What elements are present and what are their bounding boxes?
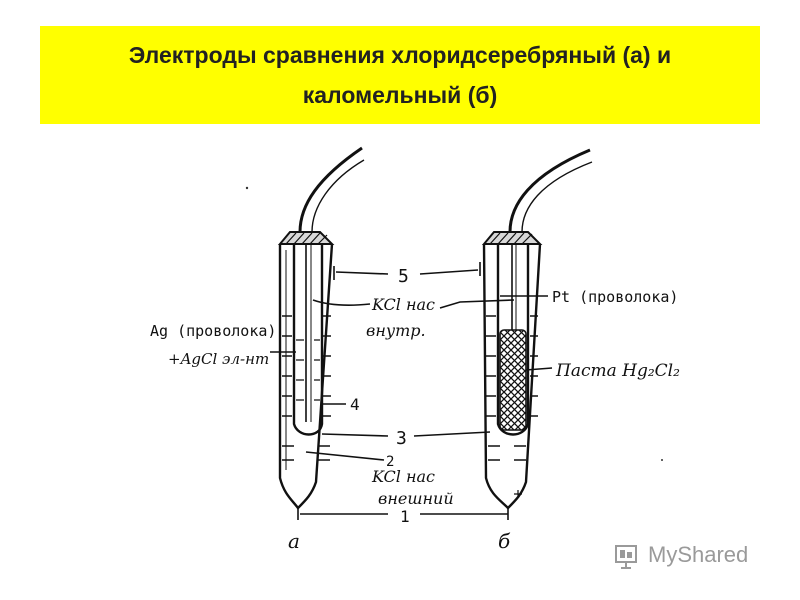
level-marks-a [282,315,331,461]
leader-5-ticks [333,262,481,280]
cap-b-hatch [489,232,533,245]
cable-a [298,146,363,233]
cable-b [508,148,591,233]
title-line-2: каломельный (б) [302,82,498,108]
label-ag-line2: +AgCl эл-нт [168,350,269,368]
cable-b-inner [521,161,593,233]
level-marks-b [486,315,538,461]
level-marks-a-inner [296,339,320,401]
leader-2 [305,451,385,461]
calomel-paste [499,329,527,431]
title-banner: Электроды сравнения хлоридсеребряный (а)… [40,26,760,124]
scan-specks [245,186,663,461]
cap-a [277,231,335,245]
leader-pt [439,299,515,309]
label-5: 5 [398,266,409,287]
label-ag-line1: Ag (проволока) [150,322,276,340]
leader-paste [525,367,553,371]
electrode-a [277,146,365,520]
inner-tube-b [496,244,530,436]
inner-tube-a [292,244,324,436]
watermark-text: MyShared [648,542,749,567]
label-a: а [288,529,300,553]
label-kcl-inner-2: внутр. [366,321,426,340]
label-4: 4 [350,395,360,414]
watermark-logo-icon [615,545,637,569]
leader-lines [270,262,553,515]
label-kcl-inner-1: KCl нас [371,295,435,314]
label-paste: Паста Hg₂Cl₂ [555,361,680,381]
label-1: 1 [400,507,410,526]
title-line-1: Электроды сравнения хлоридсеребряный (а)… [128,42,672,68]
label-kcl-outer-2: внешний [378,489,454,508]
label-3: 3 [396,428,407,449]
plus-mark-b [514,490,522,498]
leader-3 [321,431,491,437]
leader-5 [335,269,479,275]
label-2: 2 [386,454,394,470]
label-b: б [498,529,511,553]
label-kcl-outer-1: KCl нас [371,467,435,486]
watermark: MyShared [612,538,748,572]
leader-kcl-inner [312,299,371,306]
label-pt: Pt (проволока) [552,288,678,306]
cable-a-inner [311,159,365,233]
electrode-b [481,148,593,520]
cap-a-hatch [285,232,328,245]
